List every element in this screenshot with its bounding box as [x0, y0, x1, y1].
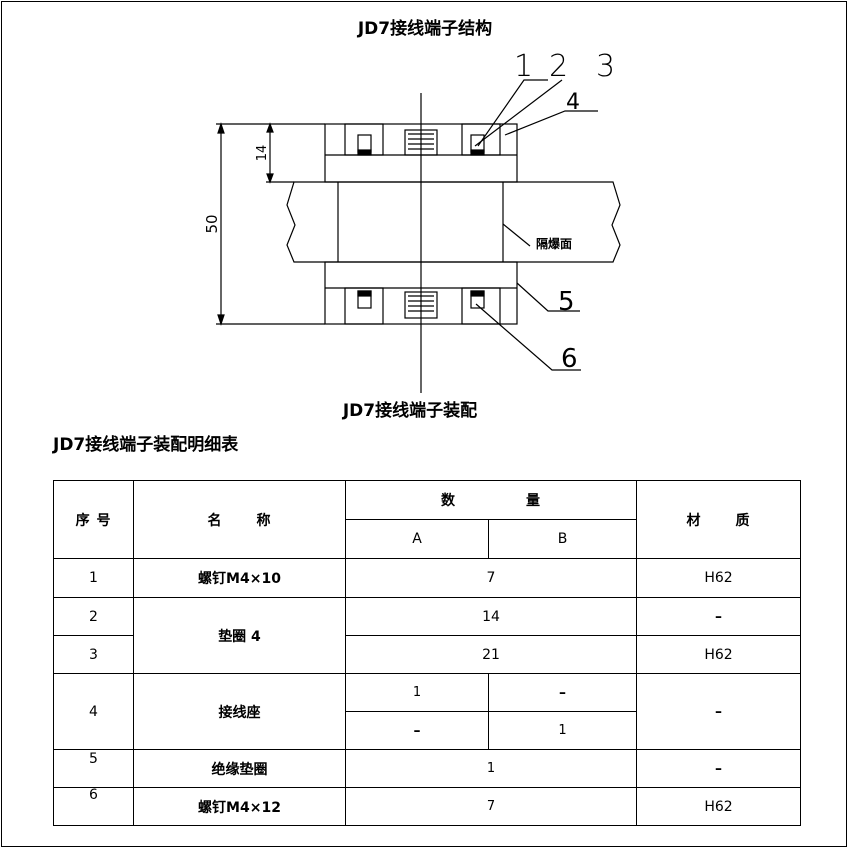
callout-6: 6	[561, 344, 578, 374]
table-title: JD7接线端子装配明细表	[53, 435, 239, 455]
assembly-title: JD7接线端子装配	[342, 401, 478, 421]
leader-lines	[474, 79, 598, 371]
table-row: – 1	[54, 711, 801, 750]
dimension-lines	[216, 122, 325, 326]
structure-title: JD7接线端子结构	[357, 19, 493, 39]
header-qty: 数量	[345, 480, 637, 520]
dimension-50: 50	[203, 214, 221, 233]
header-qty-a: A	[345, 519, 489, 559]
barrier-label: 隔爆面	[536, 236, 572, 251]
table-row: 6 螺钉M4×12 7 H62	[53, 787, 801, 826]
header-material: 材质	[636, 480, 801, 559]
callout-4: 4	[566, 90, 580, 115]
table-row: 2 垫圈 4 14 –	[53, 597, 801, 674]
lower-terminal-block	[324, 261, 518, 325]
barrier-plate	[286, 181, 621, 263]
table-row: 4 接线座 1 – –	[53, 673, 801, 750]
table-row: 5 绝缘垫圈 1 –	[53, 749, 801, 788]
terminal-drawing: 1 2 3 4 5 6 隔爆面 50 14	[203, 49, 621, 393]
callout-3: 3	[596, 49, 615, 84]
header-qty-b: B	[488, 519, 637, 559]
table-row: 1 螺钉M4×10 7 H62	[53, 558, 801, 598]
callout-2: 2	[549, 49, 568, 84]
parts-table: 序 号 名称 数量 材质 A B 1 螺钉M4×10 7 H62 2 垫圈 4 …	[53, 480, 801, 826]
header-no: 序 号	[53, 480, 134, 559]
callout-5: 5	[558, 287, 575, 317]
dimension-14: 14	[255, 145, 270, 162]
callout-1: 1	[514, 49, 533, 84]
header-name: 名称	[133, 480, 346, 559]
